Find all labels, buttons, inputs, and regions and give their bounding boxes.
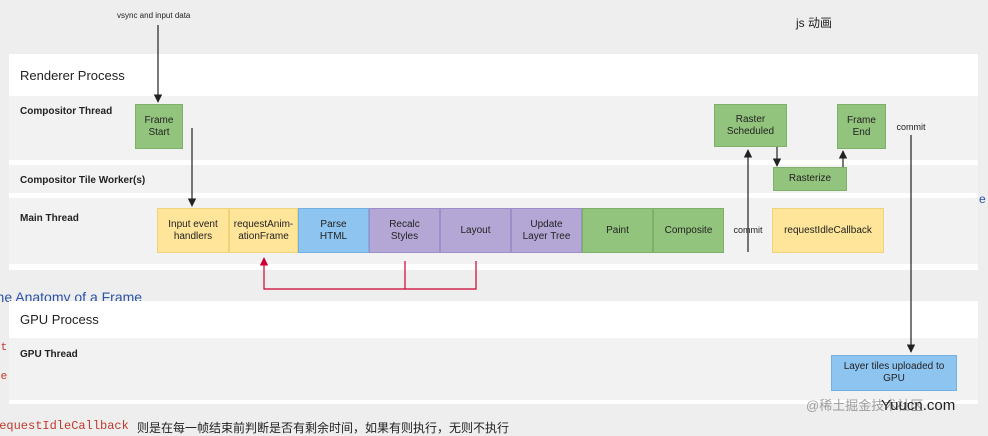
layer-tiles-uploaded-box: Layer tiles uploaded to GPU <box>831 355 957 391</box>
watermark-left: @稀土掘金技术社区 <box>806 398 924 413</box>
js-animation-note: js 动画 <box>796 16 833 30</box>
frame-start-box: Frame Start <box>135 104 183 149</box>
frame-end-box: Frame End <box>837 104 886 149</box>
rasterize-box: Rasterize <box>773 167 847 191</box>
input-event-handlers-box: Input event handlers <box>157 208 229 253</box>
request-animation-frame-box: requestAnim- ationFrame <box>229 208 298 253</box>
main-thread-label: Main Thread <box>20 213 79 224</box>
update-layer-tree-box: Update Layer Tree <box>511 208 582 253</box>
renderer-process-title: Renderer Process <box>20 68 125 83</box>
gpu-thread-label: GPU Thread <box>20 349 78 360</box>
composite-box: Composite <box>653 208 724 253</box>
commit-label-right: commit <box>896 122 926 132</box>
compositor-thread-label: Compositor Thread <box>20 106 113 117</box>
recalc-styles-box: Recalc Styles <box>369 208 440 253</box>
gpu-process-title: GPU Process <box>20 312 99 327</box>
watermark-right: Yuucn.com <box>881 397 956 414</box>
layout-box: Layout <box>440 208 511 253</box>
bottom-code: requestIdleCallback <box>0 419 129 433</box>
vsync-annotation: vsync and input data <box>117 11 191 20</box>
left-fragment-1: st <box>0 342 8 354</box>
parse-html-box: Parse HTML <box>298 208 369 253</box>
tile-worker-label: Compositor Tile Worker(s) <box>20 175 146 186</box>
layout-loop-connector <box>259 257 477 290</box>
paint-box: Paint <box>582 208 653 253</box>
raster-scheduled-box: Raster Scheduled <box>714 104 787 147</box>
left-fragment-2: te <box>0 371 8 383</box>
gpu-thread-band <box>9 338 978 400</box>
bottom-text: 则是在每一帧结束前判断是否有剩余时间，如果有则执行，无则不执行 <box>137 421 510 435</box>
request-idle-callback-box: requestIdleCallback <box>772 208 884 253</box>
right-fragment: e <box>979 192 986 206</box>
